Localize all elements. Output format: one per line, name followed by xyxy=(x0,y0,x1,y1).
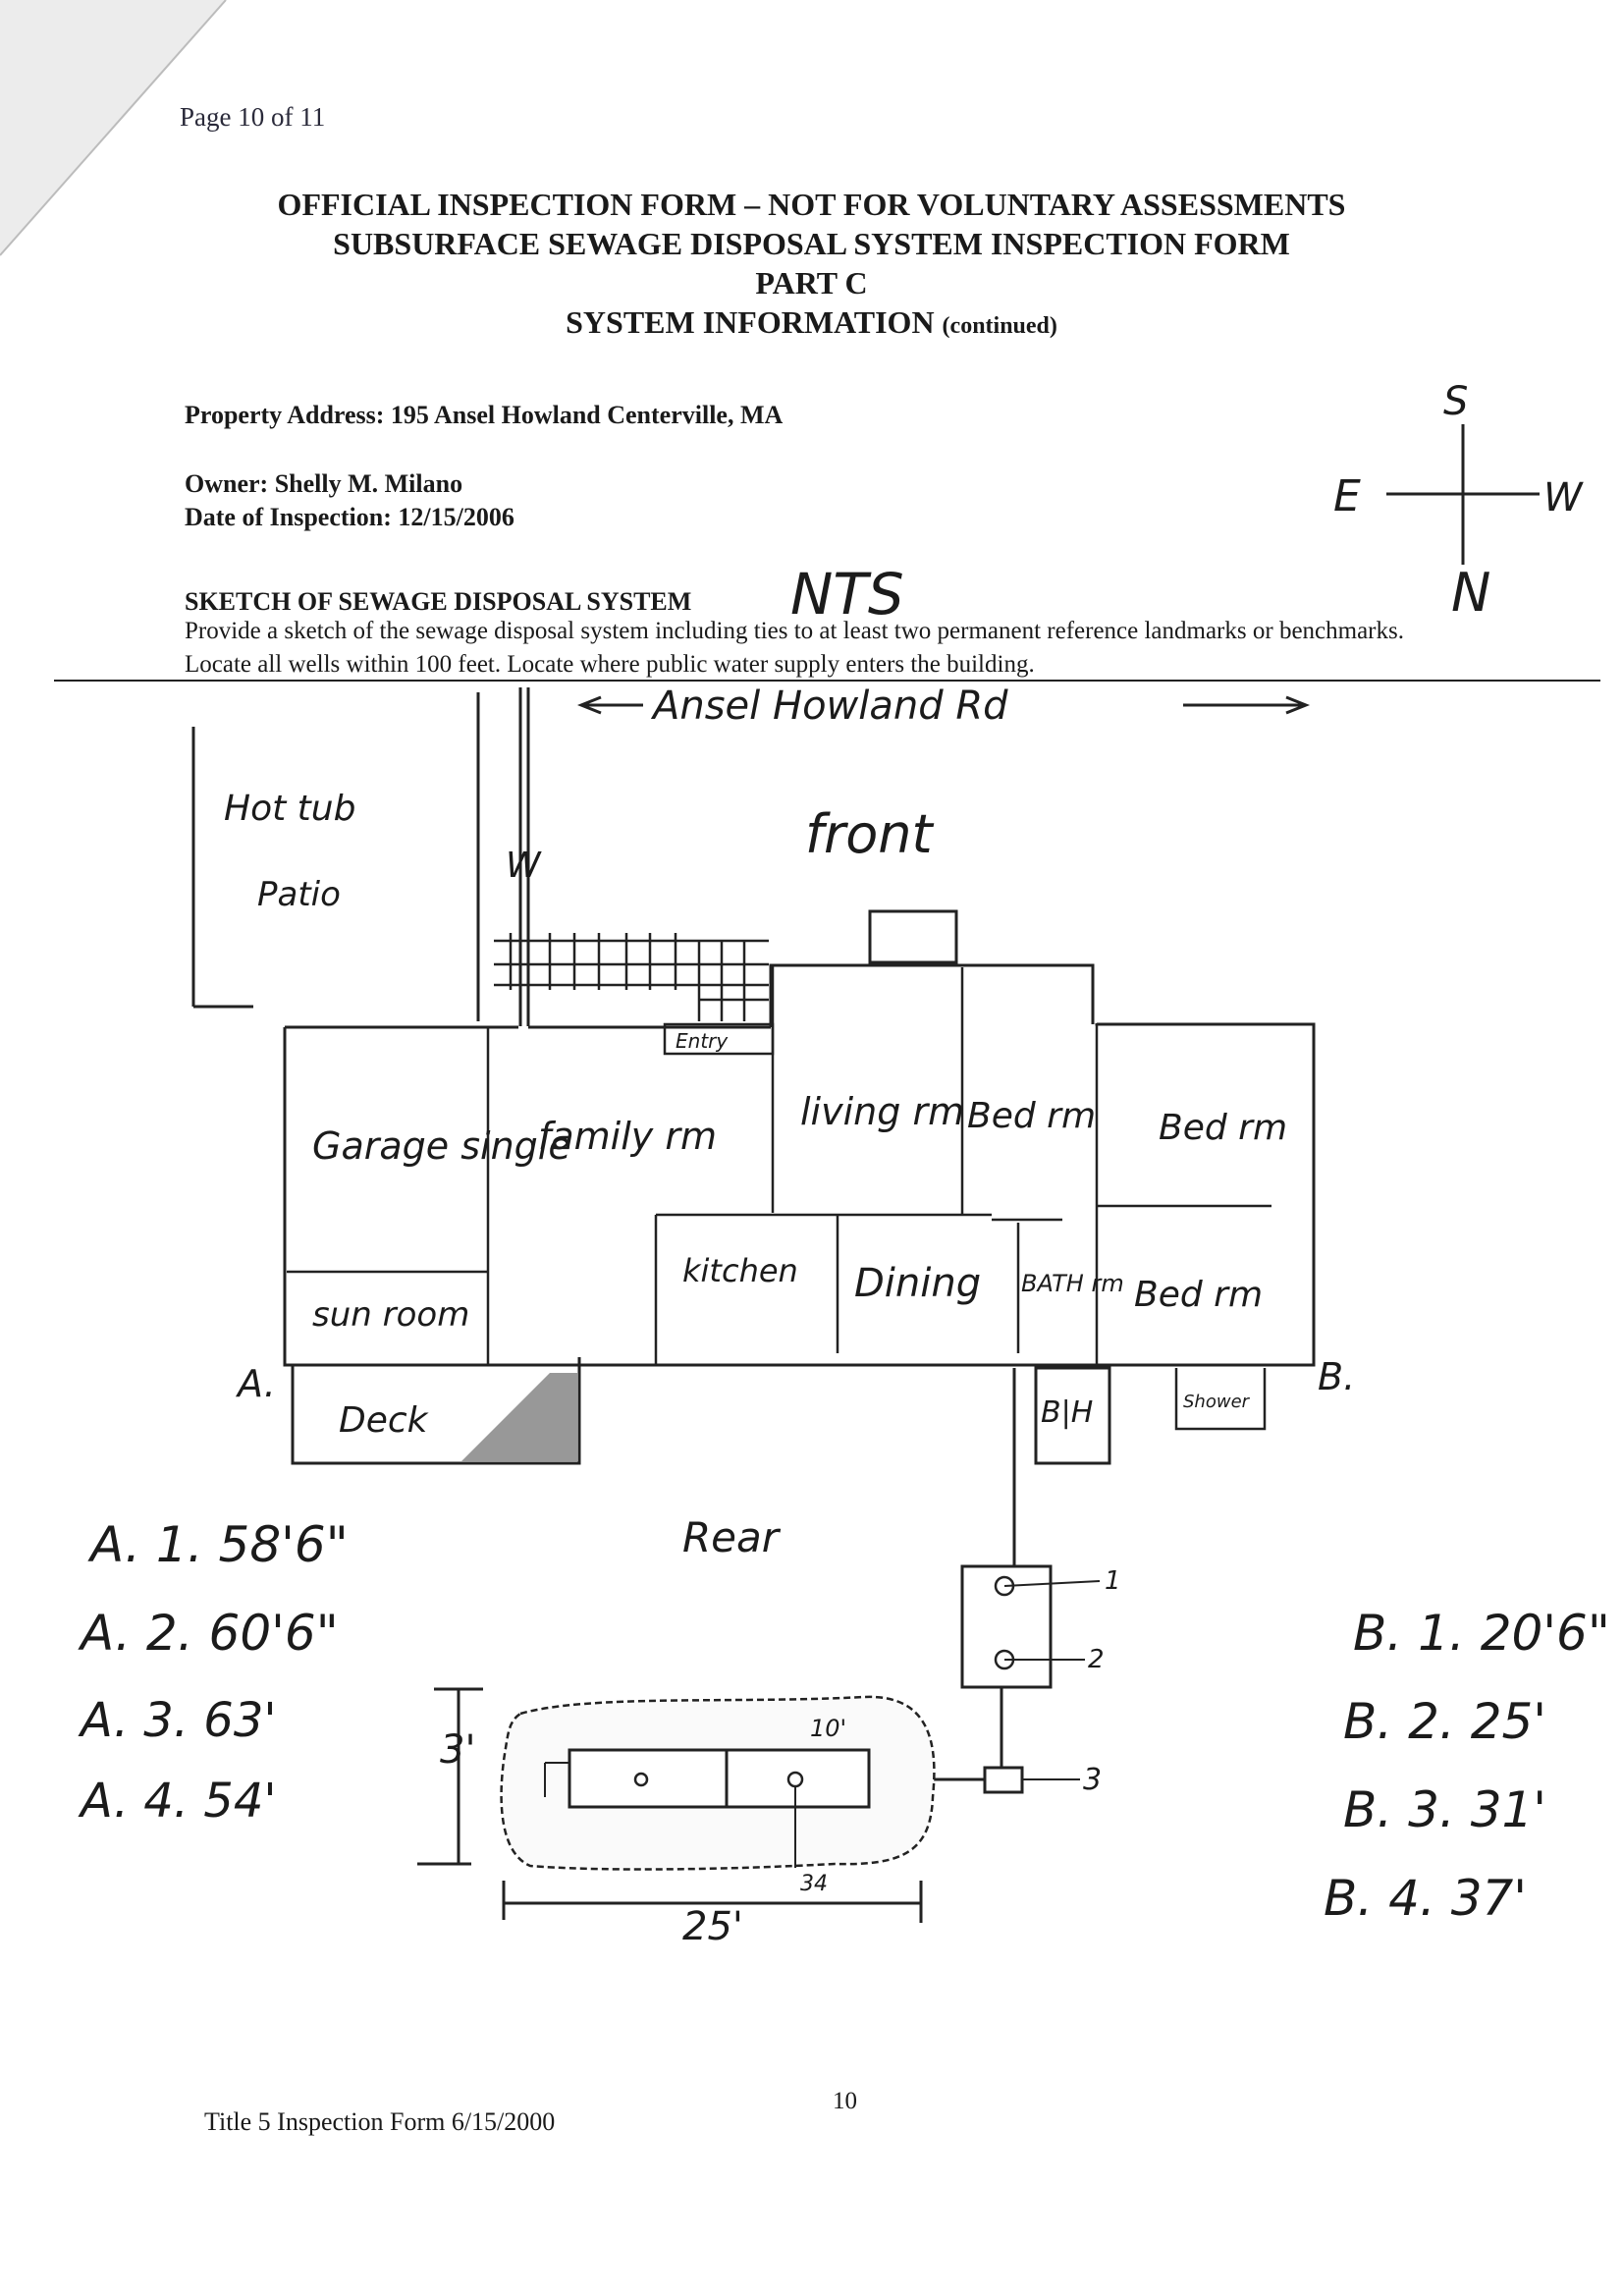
field-dimensions xyxy=(417,1687,923,1923)
field-length-label: 25' xyxy=(682,1904,743,1949)
street-label: Ansel Howland Rd xyxy=(576,683,1311,729)
chimney xyxy=(868,909,958,964)
tie-b-4: B. 4. 37' xyxy=(1324,1870,1527,1927)
form-title-part: PART C xyxy=(755,265,868,301)
inspection-date: Date of Inspection: 12/15/2006 xyxy=(185,503,514,531)
form-title-system-text: SYSTEM INFORMATION xyxy=(566,304,935,340)
owner-block: Owner: Shelly M. Milano Date of Inspecti… xyxy=(185,467,514,534)
entry-box xyxy=(663,1022,775,1056)
shower-box xyxy=(1174,1368,1267,1431)
deck-outline xyxy=(291,1357,581,1465)
form-title-subsurface: SUBSURFACE SEWAGE DISPOSAL SYSTEM INSPEC… xyxy=(333,226,1290,261)
tank-leader-1 xyxy=(1003,1580,1101,1587)
septic-tank: 1 2 xyxy=(960,1564,1121,1689)
tank-mark-2: 2 xyxy=(1088,1645,1105,1674)
ties-to-point-a: A. 1. 58'6" A. 2. 60'6" A. 3. 63' A. 4. … xyxy=(78,1516,349,1829)
house-outline xyxy=(283,963,1316,1367)
deck-label: Deck xyxy=(339,1400,430,1441)
leaching-field: 34 10' xyxy=(500,1695,936,1896)
ties-to-point-b: B. 1. 20'6" B. 2. 25' B. 3. 31' B. 4. 37… xyxy=(1324,1605,1610,1927)
sketch-instructions: Provide a sketch of the sewage disposal … xyxy=(185,618,1404,678)
nts-note: NTS xyxy=(790,561,904,628)
patio-label: Patio xyxy=(257,875,341,914)
tank-mark-1: 1 xyxy=(1105,1566,1121,1596)
bulkhead-box xyxy=(1034,1366,1111,1465)
owner-name: Owner: Shelly M. Milano xyxy=(185,469,463,498)
street-arrowhead-left xyxy=(576,695,602,715)
hot-tub-label: Hot tub xyxy=(224,789,355,829)
compass-rose: S E W N xyxy=(1333,379,1584,624)
trench-port-1 xyxy=(633,1772,649,1787)
compass-east: E xyxy=(1333,471,1361,521)
bedroom-3-label: Bed rm xyxy=(1134,1275,1263,1315)
property-address: Property Address: 195 Ansel Howland Cent… xyxy=(185,401,784,429)
family-room-label: family rm xyxy=(538,1115,717,1158)
interior-walls xyxy=(287,965,1271,1365)
bedroom-1-label: Bed rm xyxy=(967,1096,1096,1136)
tie-a-3: A. 3. 63' xyxy=(78,1693,277,1748)
water-service: W xyxy=(506,687,542,1026)
compass-north: N xyxy=(1451,562,1490,624)
kitchen-label: kitchen xyxy=(682,1252,798,1289)
living-room-label: living rm xyxy=(800,1090,964,1133)
point-b-label: B. xyxy=(1318,1355,1355,1398)
septic-tank-box xyxy=(960,1564,1053,1689)
field-depth-label: 3' xyxy=(440,1727,475,1773)
bedroom-2-label: Bed rm xyxy=(1159,1108,1287,1148)
dining-label: Dining xyxy=(854,1261,981,1306)
field-width-label: 10' xyxy=(810,1715,846,1742)
offset-label: 34 xyxy=(800,1872,828,1896)
water-label: W xyxy=(506,846,542,886)
tie-b-3: B. 3. 31' xyxy=(1343,1781,1546,1838)
walkway-grid xyxy=(494,933,769,1021)
garage-label: Garage single xyxy=(312,1124,571,1168)
dbox-mark: 3 xyxy=(1083,1763,1102,1797)
tie-a-4: A. 4. 54' xyxy=(78,1774,277,1829)
street-name: Ansel Howland Rd xyxy=(650,683,1008,729)
entry-label: Entry xyxy=(676,1029,729,1053)
tie-a-2: A. 2. 60'6" xyxy=(78,1605,339,1662)
fold-edge xyxy=(0,0,227,256)
page-number: 10 xyxy=(833,2088,857,2114)
point-a-label: A. xyxy=(235,1362,276,1405)
form-title-official: OFFICIAL INSPECTION FORM – NOT FOR VOLUN… xyxy=(277,187,1346,222)
sunroom-label: sun room xyxy=(312,1295,469,1335)
tie-b-2: B. 2. 25' xyxy=(1343,1693,1546,1750)
bath-label: BATH rm xyxy=(1021,1270,1124,1297)
sketch-heading: SKETCH OF SEWAGE DISPOSAL SYSTEM xyxy=(185,587,692,616)
leaching-trench xyxy=(568,1748,871,1809)
form-footer: Title 5 Inspection Form 6/15/2000 xyxy=(204,2107,556,2136)
house-front-bump xyxy=(769,963,1095,1027)
hot-tub-area: Hot tub Patio xyxy=(191,692,480,1021)
page-indicator: Page 10 of 11 xyxy=(180,102,326,132)
tie-b-1: B. 1. 20'6" xyxy=(1353,1605,1610,1662)
form-title-block: OFFICIAL INSPECTION FORM – NOT FOR VOLUN… xyxy=(0,185,1623,346)
form-title-system: SYSTEM INFORMATION (continued) xyxy=(0,302,1623,346)
deck: Deck xyxy=(291,1357,581,1465)
shower-label: Shower xyxy=(1183,1392,1251,1412)
distribution-box xyxy=(983,1766,1024,1794)
compass-west: W xyxy=(1543,475,1584,520)
deck-hatch xyxy=(461,1373,577,1461)
tie-a-1: A. 1. 58'6" xyxy=(87,1516,349,1573)
rear-label: Rear xyxy=(682,1513,782,1561)
front-label: front xyxy=(805,803,934,865)
compass-south: S xyxy=(1443,379,1468,424)
street-arrowhead-right xyxy=(1285,695,1311,715)
bulkhead-label: B|H xyxy=(1041,1395,1093,1430)
form-title-continued: (continued) xyxy=(942,313,1057,339)
